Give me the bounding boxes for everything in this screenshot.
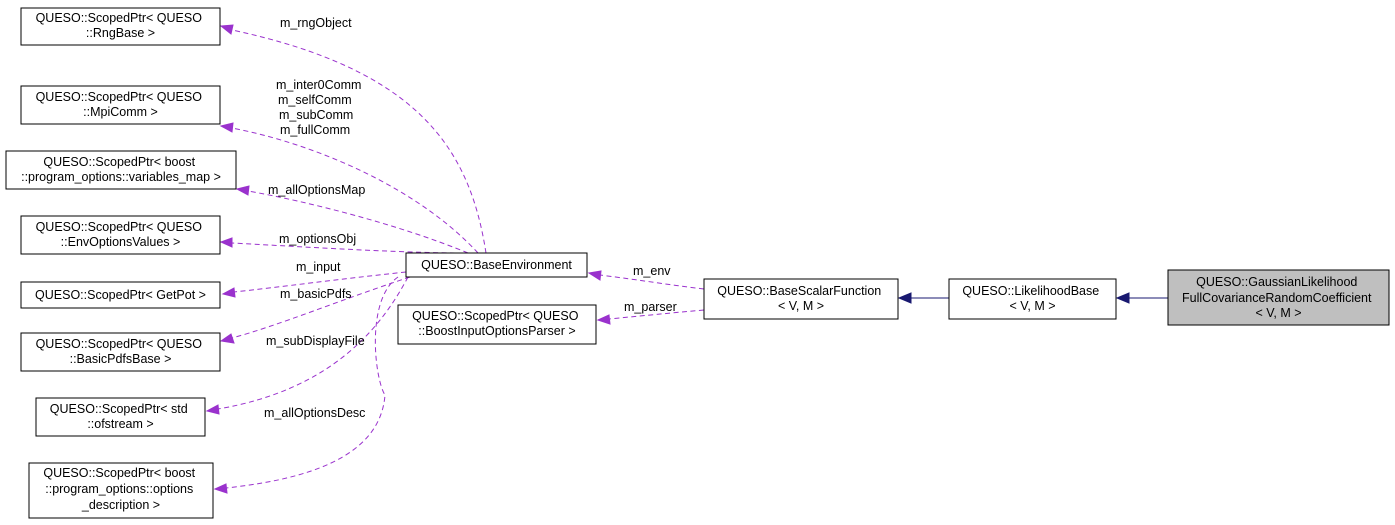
node-boost-input-options-parser-label: QUESO::ScopedPtr< QUESO ::BoostInputOpti… [412,309,582,338]
arrowhead-inherit-likelihood-scalar [897,292,912,304]
edge-rng-object [231,29,487,254]
arrowhead-options-obj [219,237,233,248]
edge-input [233,271,407,293]
label-input: m_input [296,260,341,274]
node-getpot[interactable]: QUESO::ScopedPtr< GetPot > [20,281,221,309]
node-gaussian-likelihood-label: QUESO::GaussianLikelihood FullCovariance… [1182,275,1375,320]
label-all-options-desc: m_allOptionsDesc [264,406,365,420]
node-base-scalar-function[interactable]: QUESO::BaseScalarFunction < V, M > [703,278,899,320]
node-options-description[interactable]: QUESO::ScopedPtr< boost ::program_option… [28,462,214,519]
label-all-options-map: m_allOptionsMap [268,183,365,197]
arrowhead-parser [596,314,611,325]
label-parser: m_parser [624,300,677,314]
node-gaussian-likelihood-current[interactable]: QUESO::GaussianLikelihood FullCovariance… [1167,269,1390,326]
node-rng-base[interactable]: QUESO::ScopedPtr< QUESO ::RngBase > [20,7,221,46]
node-rng-base-label: QUESO::ScopedPtr< QUESO ::RngBase > [36,11,206,40]
node-mpi-comm-label: QUESO::ScopedPtr< QUESO ::MpiComm > [36,90,206,119]
node-basic-pdfs-base-label: QUESO::ScopedPtr< QUESO ::BasicPdfsBase … [36,337,206,366]
edge-options-obj [231,242,456,254]
node-base-environment[interactable]: QUESO::BaseEnvironment [405,252,588,278]
label-sub-display-file: m_subDisplayFile [266,334,365,348]
arrowhead-rng-object [219,24,234,35]
node-env-options-values[interactable]: QUESO::ScopedPtr< QUESO ::EnvOptionsValu… [20,215,221,255]
edge-comms [231,127,479,254]
node-ofstream-label: QUESO::ScopedPtr< std ::ofstream > [50,402,191,431]
node-basic-pdfs-base[interactable]: QUESO::ScopedPtr< QUESO ::BasicPdfsBase … [20,332,221,372]
label-rng-object: m_rngObject [280,16,352,30]
edge-all-options-map [247,190,469,254]
node-options-description-label: QUESO::ScopedPtr< boost ::program_option… [43,466,198,512]
edge-all-options-desc [225,276,399,489]
node-env-options-values-label: QUESO::ScopedPtr< QUESO ::EnvOptionsValu… [36,220,206,249]
node-getpot-label: QUESO::ScopedPtr< GetPot > [35,288,206,302]
node-likelihood-base[interactable]: QUESO::LikelihoodBase < V, M > [948,278,1117,320]
edge-env [599,274,705,290]
edge-sub-display-file [217,276,409,410]
arrowhead-inherit-gaussian-likelihood [1115,292,1130,304]
arrowhead-sub-display-file [205,404,220,415]
node-likelihood-base-label: QUESO::LikelihoodBase < V, M > [962,284,1102,313]
node-mpi-comm[interactable]: QUESO::ScopedPtr< QUESO ::MpiComm > [20,85,221,125]
inheritance-edges [897,292,1168,304]
arrowhead-comms [219,122,234,133]
node-base-environment-label: QUESO::BaseEnvironment [421,258,572,272]
label-env: m_env [633,264,671,278]
edge-parser [608,309,705,320]
label-options-obj: m_optionsObj [279,232,356,246]
arrowhead-basic-pdfs [219,333,235,344]
node-boost-input-options-parser[interactable]: QUESO::ScopedPtr< QUESO ::BoostInputOpti… [397,304,597,345]
edge-basic-pdfs [231,276,411,339]
arrowhead-input [221,287,236,298]
edge-labels: m_rngObject m_inter0Comm m_selfComm m_su… [264,16,677,420]
label-comms: m_inter0Comm m_selfComm m_subComm m_full… [276,78,365,137]
node-base-scalar-function-label: QUESO::BaseScalarFunction < V, M > [717,284,884,313]
arrowhead-env [587,270,602,281]
usage-edges [205,24,705,494]
node-ofstream[interactable]: QUESO::ScopedPtr< std ::ofstream > [35,397,206,437]
node-variables-map-label: QUESO::ScopedPtr< boost ::program_option… [21,155,221,184]
node-variables-map[interactable]: QUESO::ScopedPtr< boost ::program_option… [5,150,237,190]
arrowhead-all-options-map [235,185,250,196]
arrowhead-all-options-desc [213,483,228,494]
label-basic-pdfs: m_basicPdfs [280,287,352,301]
